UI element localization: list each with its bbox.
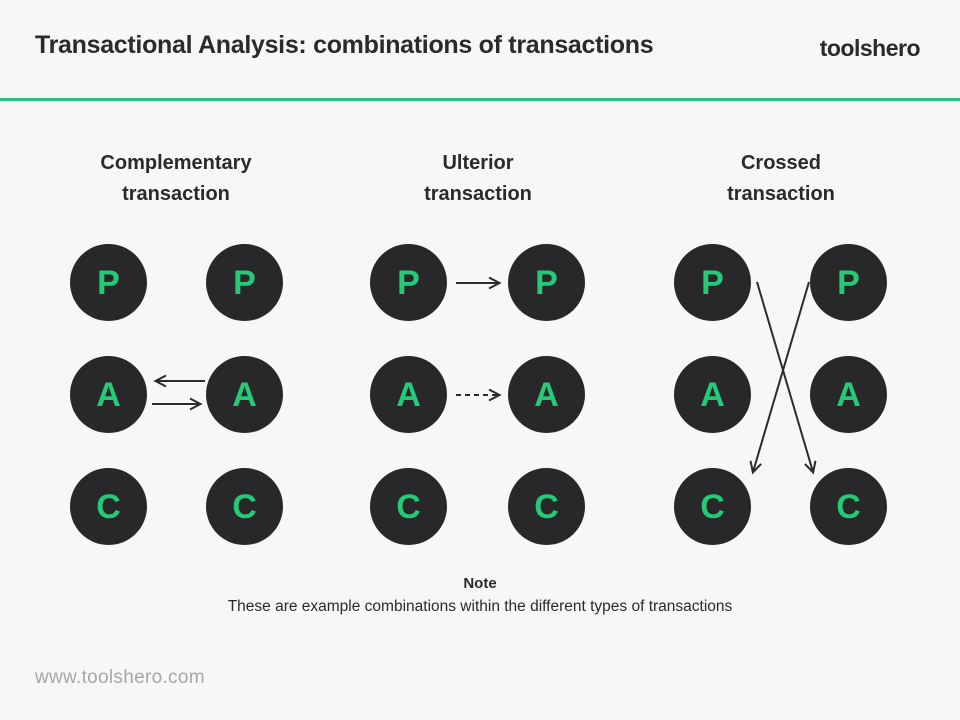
ego-state-circle-child: C [674, 468, 751, 545]
ego-state-circle-child: C [370, 468, 447, 545]
ego-state-letter: P [837, 263, 860, 302]
note-block: Note These are example combinations with… [0, 575, 960, 616]
ego-state-circle-child: C [508, 468, 585, 545]
ego-state-letter: A [534, 375, 559, 414]
note-text: These are example combinations within th… [227, 598, 733, 615]
ego-state-letter: C [232, 487, 257, 526]
ego-state-circle-adult: A [70, 356, 147, 433]
toolshero-logo: toolshero [819, 35, 921, 61]
ego-state-circle-parent: P [810, 244, 887, 321]
crossed-arrow-down-left-icon [749, 281, 810, 475]
ego-state-circle-parent: P [370, 244, 447, 321]
ego-state-circle-parent: P [674, 244, 751, 321]
header-divider-line [0, 98, 960, 101]
ego-state-letter: C [96, 487, 121, 526]
ego-state-circle-adult: A [810, 356, 887, 433]
ego-state-letter: C [396, 487, 421, 526]
ego-state-letter: P [535, 263, 558, 302]
ego-state-circle-adult: A [370, 356, 447, 433]
ego-state-letter: P [97, 263, 120, 302]
ego-state-letter: C [534, 487, 559, 526]
ego-state-circle-parent: P [508, 244, 585, 321]
ego-state-circle-parent: P [206, 244, 283, 321]
ego-state-circle-adult: A [508, 356, 585, 433]
section-title-crossed: Crossed transaction [727, 152, 835, 205]
ego-state-letter: A [396, 375, 421, 414]
ego-state-letter: C [836, 487, 861, 526]
ego-state-letter: P [397, 263, 420, 302]
ego-state-letter: A [700, 375, 725, 414]
website-url: www.toolshero.com [35, 667, 205, 688]
section-title-ulterior: Ulterior transaction [424, 152, 532, 205]
section-title-complementary: Complementary transaction [100, 152, 252, 205]
ego-state-letter: A [96, 375, 121, 414]
ego-state-letter: P [701, 263, 724, 302]
ego-state-letter: A [232, 375, 257, 414]
ego-state-circle-adult: A [674, 356, 751, 433]
ego-state-circle-child: C [810, 468, 887, 545]
page-title: Transactional Analysis: combinations of … [35, 31, 654, 59]
ego-state-circle-parent: P [70, 244, 147, 321]
note-label: Note [463, 575, 497, 592]
ego-state-circle-child: C [206, 468, 283, 545]
ego-state-letter: A [836, 375, 861, 414]
ego-state-circle-child: C [70, 468, 147, 545]
ego-state-letter: P [233, 263, 256, 302]
crossed-arrow-down-right-icon [756, 281, 817, 475]
ego-state-letter: C [700, 487, 725, 526]
ego-state-circle-adult: A [206, 356, 283, 433]
